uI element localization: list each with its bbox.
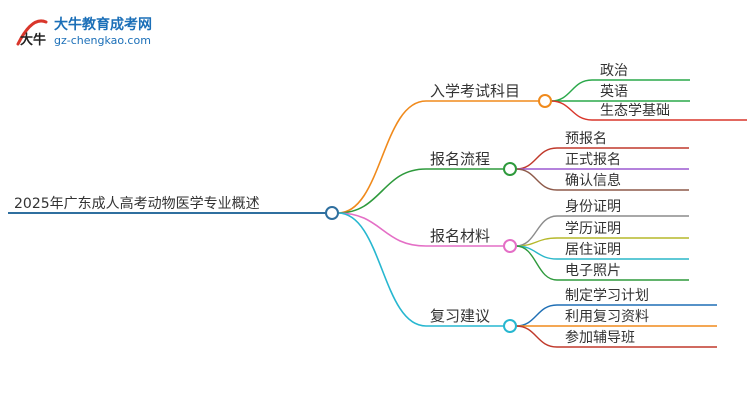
branch-label: 入学考试科目 [430, 82, 520, 100]
leaf-connector [550, 100, 747, 121]
branch-connector [337, 168, 427, 214]
branch-label: 复习建议 [430, 307, 490, 325]
leaf-label: 制定学习计划 [565, 288, 649, 304]
leaf-label: 生态学基础 [600, 102, 670, 119]
root-label: 2025年广东成人高考动物医学专业概述 [14, 195, 260, 212]
leaf-connector [515, 304, 717, 327]
leaf-label: 电子照片 [565, 263, 621, 279]
branch-node[interactable] [503, 162, 517, 176]
branch-node[interactable] [538, 94, 552, 108]
logo-mark-icon: 大牛 [16, 19, 48, 48]
site-logo[interactable]: 大牛 大牛教育成考网 gz-chengkao.com [14, 12, 184, 56]
leaf-label: 学历证明 [565, 221, 621, 237]
leaf-connector [515, 168, 689, 191]
leaf-label: 预报名 [565, 131, 607, 147]
leaf-connector [515, 147, 689, 170]
branch-label: 报名流程 [430, 150, 490, 168]
branch-connector [337, 100, 427, 214]
branch-connector [337, 212, 427, 327]
leaf-label: 政治 [600, 63, 628, 79]
leaf-label: 居住证明 [565, 242, 621, 258]
branch-node[interactable] [503, 239, 517, 253]
leaf-label: 身份证明 [565, 199, 621, 215]
leaf-label: 确认信息 [565, 172, 621, 189]
leaf-label: 参加辅导班 [565, 329, 635, 346]
leaf-connector [515, 245, 689, 281]
branch-connector [337, 212, 427, 247]
leaf-label: 正式报名 [565, 152, 621, 168]
leaf-connector [550, 79, 690, 102]
branch-node[interactable] [503, 319, 517, 333]
svg-text:大牛: 大牛 [20, 32, 46, 48]
leaf-label: 利用复习资料 [565, 308, 649, 325]
logo-url: gz-chengkao.com [54, 34, 151, 47]
leaf-connector [515, 325, 717, 348]
logo-title: 大牛教育成考网 [54, 17, 152, 33]
branch-label: 报名材料 [430, 227, 490, 245]
root-node[interactable] [325, 206, 339, 220]
leaf-label: 英语 [600, 83, 628, 100]
